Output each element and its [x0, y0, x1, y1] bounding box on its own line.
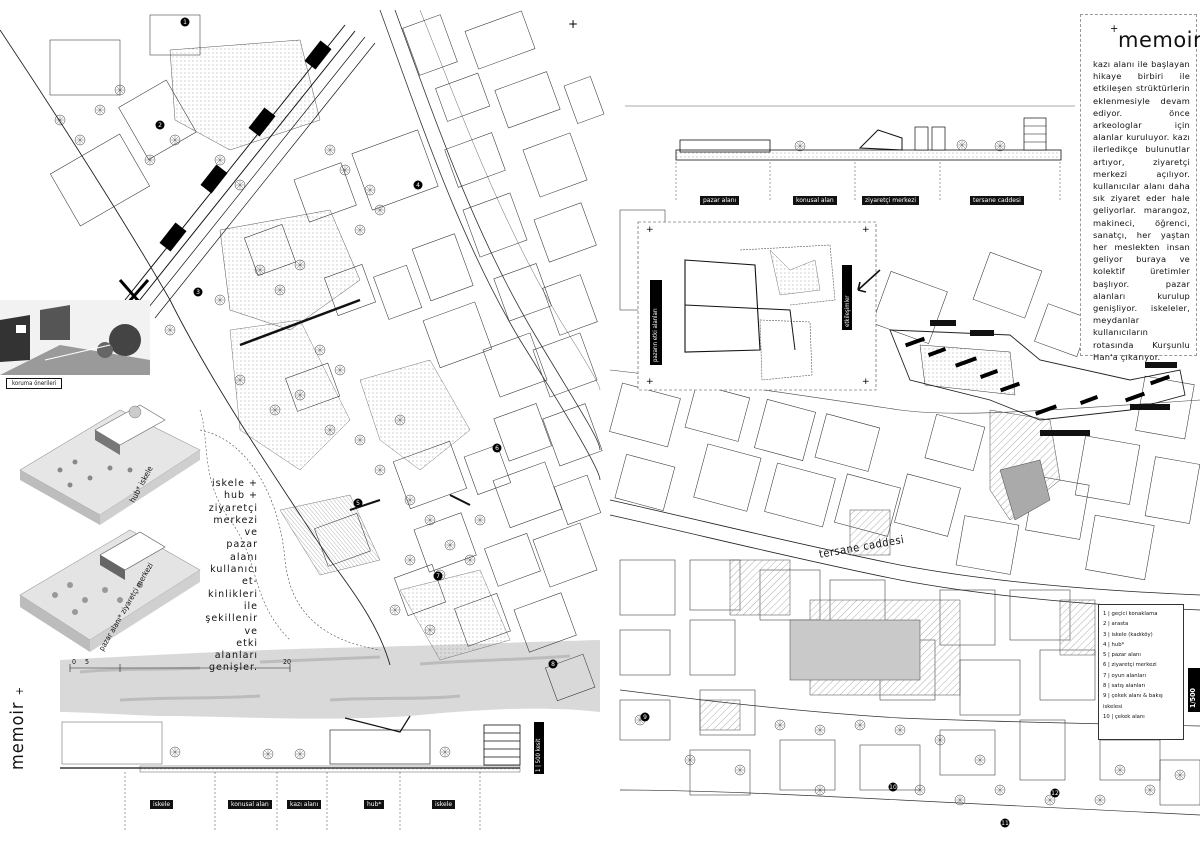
legend-item: 6 | ziyaretçi merkezi: [1103, 662, 1157, 669]
left-section-tag-kazi: kazı alanı: [287, 800, 322, 809]
koruma-label: koruma önerileri: [6, 378, 63, 389]
legend-item: 5 | pazar alanı: [1103, 652, 1141, 659]
axo-model-bottom: [19, 529, 201, 652]
memoir-panel: [1080, 14, 1197, 356]
scale-mark-0: 0: [72, 658, 77, 666]
marker-11: 11: [1001, 820, 1009, 827]
center-line: kullanıcı et-: [210, 564, 258, 588]
inset-label-pazarin: pazarın etki alanları: [652, 308, 659, 362]
right-scale-badge: 1/500: [1189, 688, 1197, 708]
right-sheet: + + + +: [609, 105, 1200, 828]
koruma-perspective-image: [0, 300, 150, 375]
center-line: genişler.: [208, 662, 258, 674]
left-section-tag-iskele-2: iskele: [432, 800, 456, 809]
right-section: [625, 105, 1075, 200]
right-section-tag-pazar: pazar alanı: [700, 196, 740, 205]
right-plan-markers: 9 10 11 12: [640, 712, 1060, 828]
center-line: iskele +: [211, 478, 258, 489]
center-line: etki alanları: [214, 637, 258, 662]
center-line: ve: [244, 527, 258, 539]
center-line: pazar alanı: [226, 539, 258, 563]
marker-3: 3: [196, 289, 200, 296]
svg-text:+: +: [862, 225, 870, 235]
memoir-body-text: kazı alanı ile başlayan hikaye birbiri i…: [1093, 59, 1190, 362]
legend-item: 7 | oyun alanları: [1103, 672, 1146, 679]
left-center-text: iskele + hub + ziyaretçi merkezi ve paza…: [196, 478, 258, 675]
center-line: merkezi: [213, 514, 258, 526]
memoir-title: memoir: [1118, 28, 1200, 52]
legend-item: iskelesi: [1103, 703, 1123, 710]
marker-2: 2: [158, 122, 162, 129]
legend-item: 4 | hub*: [1103, 641, 1125, 648]
legend-item: 3 | iskele (kadıköy): [1103, 631, 1153, 638]
svg-text:+: +: [646, 377, 654, 387]
left-section-tag-iskele: iskele: [150, 800, 174, 809]
legend-item: 9 | çekek alanı & bakış: [1103, 693, 1163, 700]
right-section-tag-ziyaretci: ziyaretçi merkezi: [862, 196, 920, 205]
scale-bar: [69, 664, 291, 672]
legend-box: 1 | geçici konaklama 2 | arasta 3 | iske…: [1098, 604, 1184, 740]
memoir-plus: +: [1110, 22, 1119, 35]
legend-item: 1 | geçici konaklama: [1103, 611, 1158, 617]
legend-item: 10 | çekek alanı: [1103, 713, 1145, 720]
right-section-tag-tersane: tersane caddesi: [970, 196, 1024, 205]
right-hatched-buildings: [699, 409, 1096, 731]
marker-10: 10: [889, 784, 897, 791]
left-section: [60, 715, 544, 830]
sea-area: [60, 640, 600, 719]
inset-label-etkilesimler: etkileşimler: [844, 295, 851, 328]
inset-plan: + + + +: [637, 221, 881, 391]
marker-9: 9: [643, 714, 647, 721]
left-section-scale: 1 | 500 kesit: [535, 738, 542, 772]
legend-item: 8 | satış alanları: [1103, 683, 1146, 690]
left-memoir-title: memoir +: [7, 686, 28, 770]
marker-12: 12: [1051, 790, 1059, 797]
left-sheet: 1 2 3 4 5 6 7 8: [0, 9, 605, 830]
axo-model-top: [19, 404, 201, 525]
left-memoir-plus: +: [13, 685, 26, 696]
marker-1: 1: [183, 19, 187, 26]
svg-text:+: +: [568, 17, 578, 31]
right-section-tag-konusal: konusal alan: [793, 196, 837, 205]
svg-text:+: +: [862, 377, 870, 387]
left-section-tag-konusal: konusal alan: [228, 800, 272, 809]
scale-mark-5: 5: [85, 658, 90, 666]
marker-8: 8: [551, 661, 555, 668]
scale-mark-20: 20: [283, 658, 292, 666]
marker-6: 6: [495, 445, 499, 452]
left-city-blocks: [49, 10, 605, 702]
legend-item: 2 | arasta: [1103, 621, 1129, 628]
marker-7: 7: [436, 573, 440, 580]
marker-5: 5: [356, 500, 360, 507]
marker-4: 4: [416, 182, 420, 189]
left-section-tag-hub: hub*: [364, 800, 385, 809]
left-memoir-title-text: memoir: [7, 701, 28, 770]
center-line: hub +: [223, 490, 258, 502]
center-line: kinlikleri ile: [208, 588, 258, 612]
center-line: şekillenir ve: [205, 613, 258, 637]
railway-pier: [118, 24, 376, 319]
center-line: ziyaretçi: [208, 502, 258, 514]
left-plan-markers: 1 2 3 4 5 6 7 8: [155, 17, 558, 669]
svg-text:+: +: [646, 225, 654, 235]
excavation-site: [889, 320, 1186, 436]
